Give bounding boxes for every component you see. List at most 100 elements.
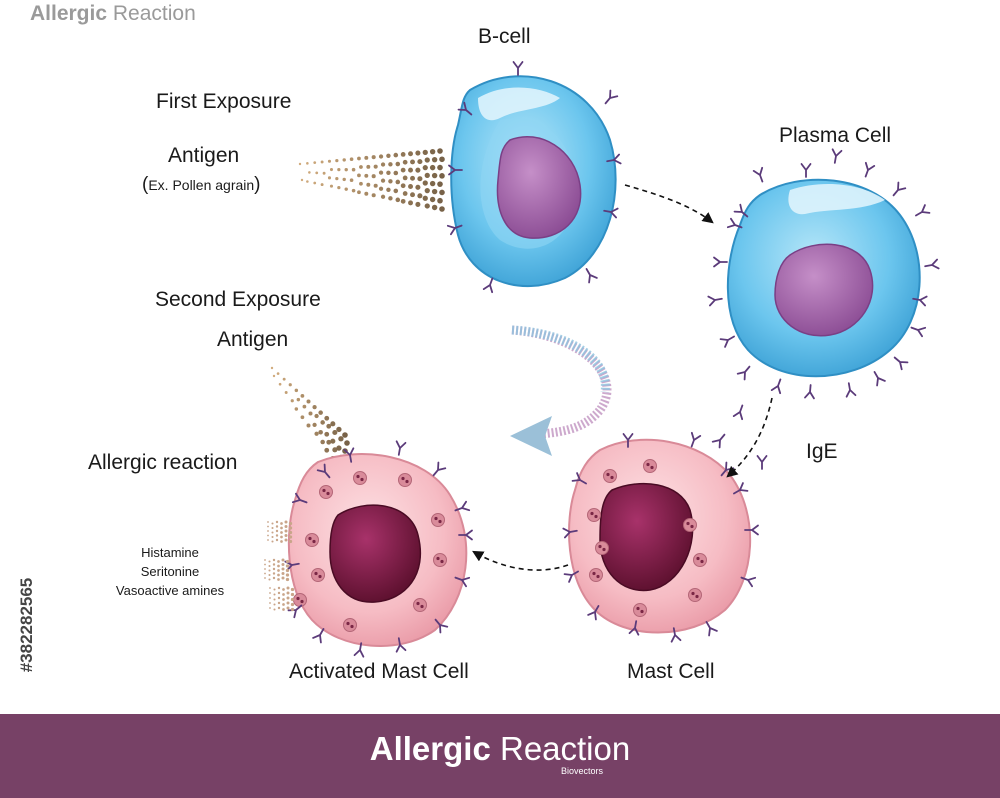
pollen-grain	[431, 188, 438, 195]
granule-dot	[598, 544, 602, 549]
pollen-grain	[344, 167, 348, 172]
mediator-dot	[264, 572, 266, 575]
pollen-grain	[439, 206, 445, 212]
mediator-dot	[264, 577, 266, 579]
pollen-grain	[308, 411, 313, 416]
granule-dot	[350, 624, 354, 629]
pollen-grain	[378, 186, 384, 191]
stock-id-vertical: #382282565	[2, 540, 36, 710]
antibody-icon	[770, 376, 786, 395]
mediator-dot	[275, 538, 279, 542]
pollen-grain	[437, 164, 443, 171]
antibody-icon	[829, 148, 843, 165]
granule-dot	[592, 571, 596, 576]
mediator-dot	[284, 529, 288, 533]
pollen-grain	[371, 155, 376, 160]
mediator-dot	[273, 603, 276, 606]
pollen-grain	[408, 184, 413, 189]
pollen-grain	[272, 374, 276, 378]
pollen-grain	[395, 161, 401, 167]
pollen-grain	[378, 170, 384, 175]
arrow-bcell-to-plasma	[624, 184, 714, 224]
mediator-dot	[288, 521, 293, 526]
pollen-grain	[300, 394, 305, 398]
granule-dot	[438, 519, 442, 524]
pollen-grain	[300, 415, 305, 420]
antibody-icon	[512, 61, 524, 76]
mediator-dot	[290, 587, 295, 592]
mediator-dot	[272, 576, 276, 580]
pollen-grain	[320, 160, 324, 164]
antibody-icon	[752, 166, 768, 185]
antigen-example-open-paren: (	[142, 174, 149, 195]
pollen-grain	[380, 162, 386, 167]
pollen-grain	[410, 192, 415, 198]
label-antigen-second: Antigen	[217, 328, 289, 351]
antibody-icon	[923, 258, 940, 272]
granule-dot	[700, 559, 704, 564]
pollen-grain	[415, 184, 421, 190]
pollen-grain	[371, 174, 376, 179]
mediator-dot	[264, 559, 266, 561]
pollen-grain	[314, 431, 319, 436]
allergic-reaction-diagram	[264, 61, 940, 658]
granule	[595, 541, 609, 555]
pollen-grain	[386, 170, 391, 176]
label-antigen-example: (Ex. Pollen agrain)	[142, 174, 261, 196]
mediator-dot	[280, 526, 283, 530]
footer-title: Allergic Reaction	[0, 730, 1000, 768]
mediator-dot	[290, 602, 295, 607]
pollen-grain	[408, 200, 413, 206]
mediator-dot	[280, 535, 283, 539]
pollen-grain	[429, 196, 436, 203]
granule-dot	[596, 574, 600, 579]
pollen-grain	[400, 152, 406, 157]
mediator-dot	[285, 577, 290, 582]
antibody-icon	[890, 353, 909, 371]
label-seritonine: Seritonine	[140, 564, 200, 579]
pollen-grain	[417, 193, 423, 199]
granule-dot	[695, 594, 699, 599]
granule	[433, 553, 447, 567]
pollen-grain	[422, 149, 428, 155]
mediator-dot	[290, 592, 295, 597]
pollen-grain	[380, 194, 386, 199]
granule-dot	[300, 599, 304, 604]
pollen-grain	[332, 429, 338, 436]
label-allergic-reaction: Allergic reaction	[88, 451, 238, 474]
mediator-dot	[286, 586, 290, 590]
pollen-grain	[320, 439, 325, 445]
antibody-icon	[707, 293, 724, 307]
pollen-grain	[437, 197, 443, 204]
mediator-dot	[267, 530, 269, 532]
pollen-grain	[364, 173, 369, 178]
mediator-dot	[275, 525, 279, 528]
mediator-dot	[277, 564, 280, 568]
mediator-dot	[271, 540, 274, 543]
granule-dot	[594, 514, 598, 519]
pollen-grain	[327, 159, 332, 163]
granule-dot	[602, 547, 606, 552]
granule-dot	[356, 474, 360, 479]
footer-title-rest: Reaction	[490, 730, 631, 767]
pollen-grain	[424, 188, 430, 194]
mediator-dot	[277, 578, 280, 581]
granule	[311, 568, 325, 582]
pollen-grain	[342, 432, 348, 438]
pollen-grain	[400, 198, 406, 204]
granule-dot	[590, 511, 594, 516]
mediator-dot	[286, 596, 290, 600]
mediator-dot	[272, 558, 276, 562]
mediator-dot	[286, 606, 290, 610]
pollen-grain	[336, 445, 342, 451]
mediator-dot	[290, 607, 295, 612]
pollen-grain	[320, 183, 324, 187]
granule-dot	[646, 462, 650, 467]
pollen-grain	[313, 161, 317, 164]
granule-dot	[640, 609, 644, 614]
pollen-grain	[326, 439, 332, 445]
mediator-dot	[280, 540, 283, 543]
granule	[683, 518, 697, 532]
antibody-icon	[736, 362, 754, 381]
second-exposure-arrow	[510, 325, 612, 456]
